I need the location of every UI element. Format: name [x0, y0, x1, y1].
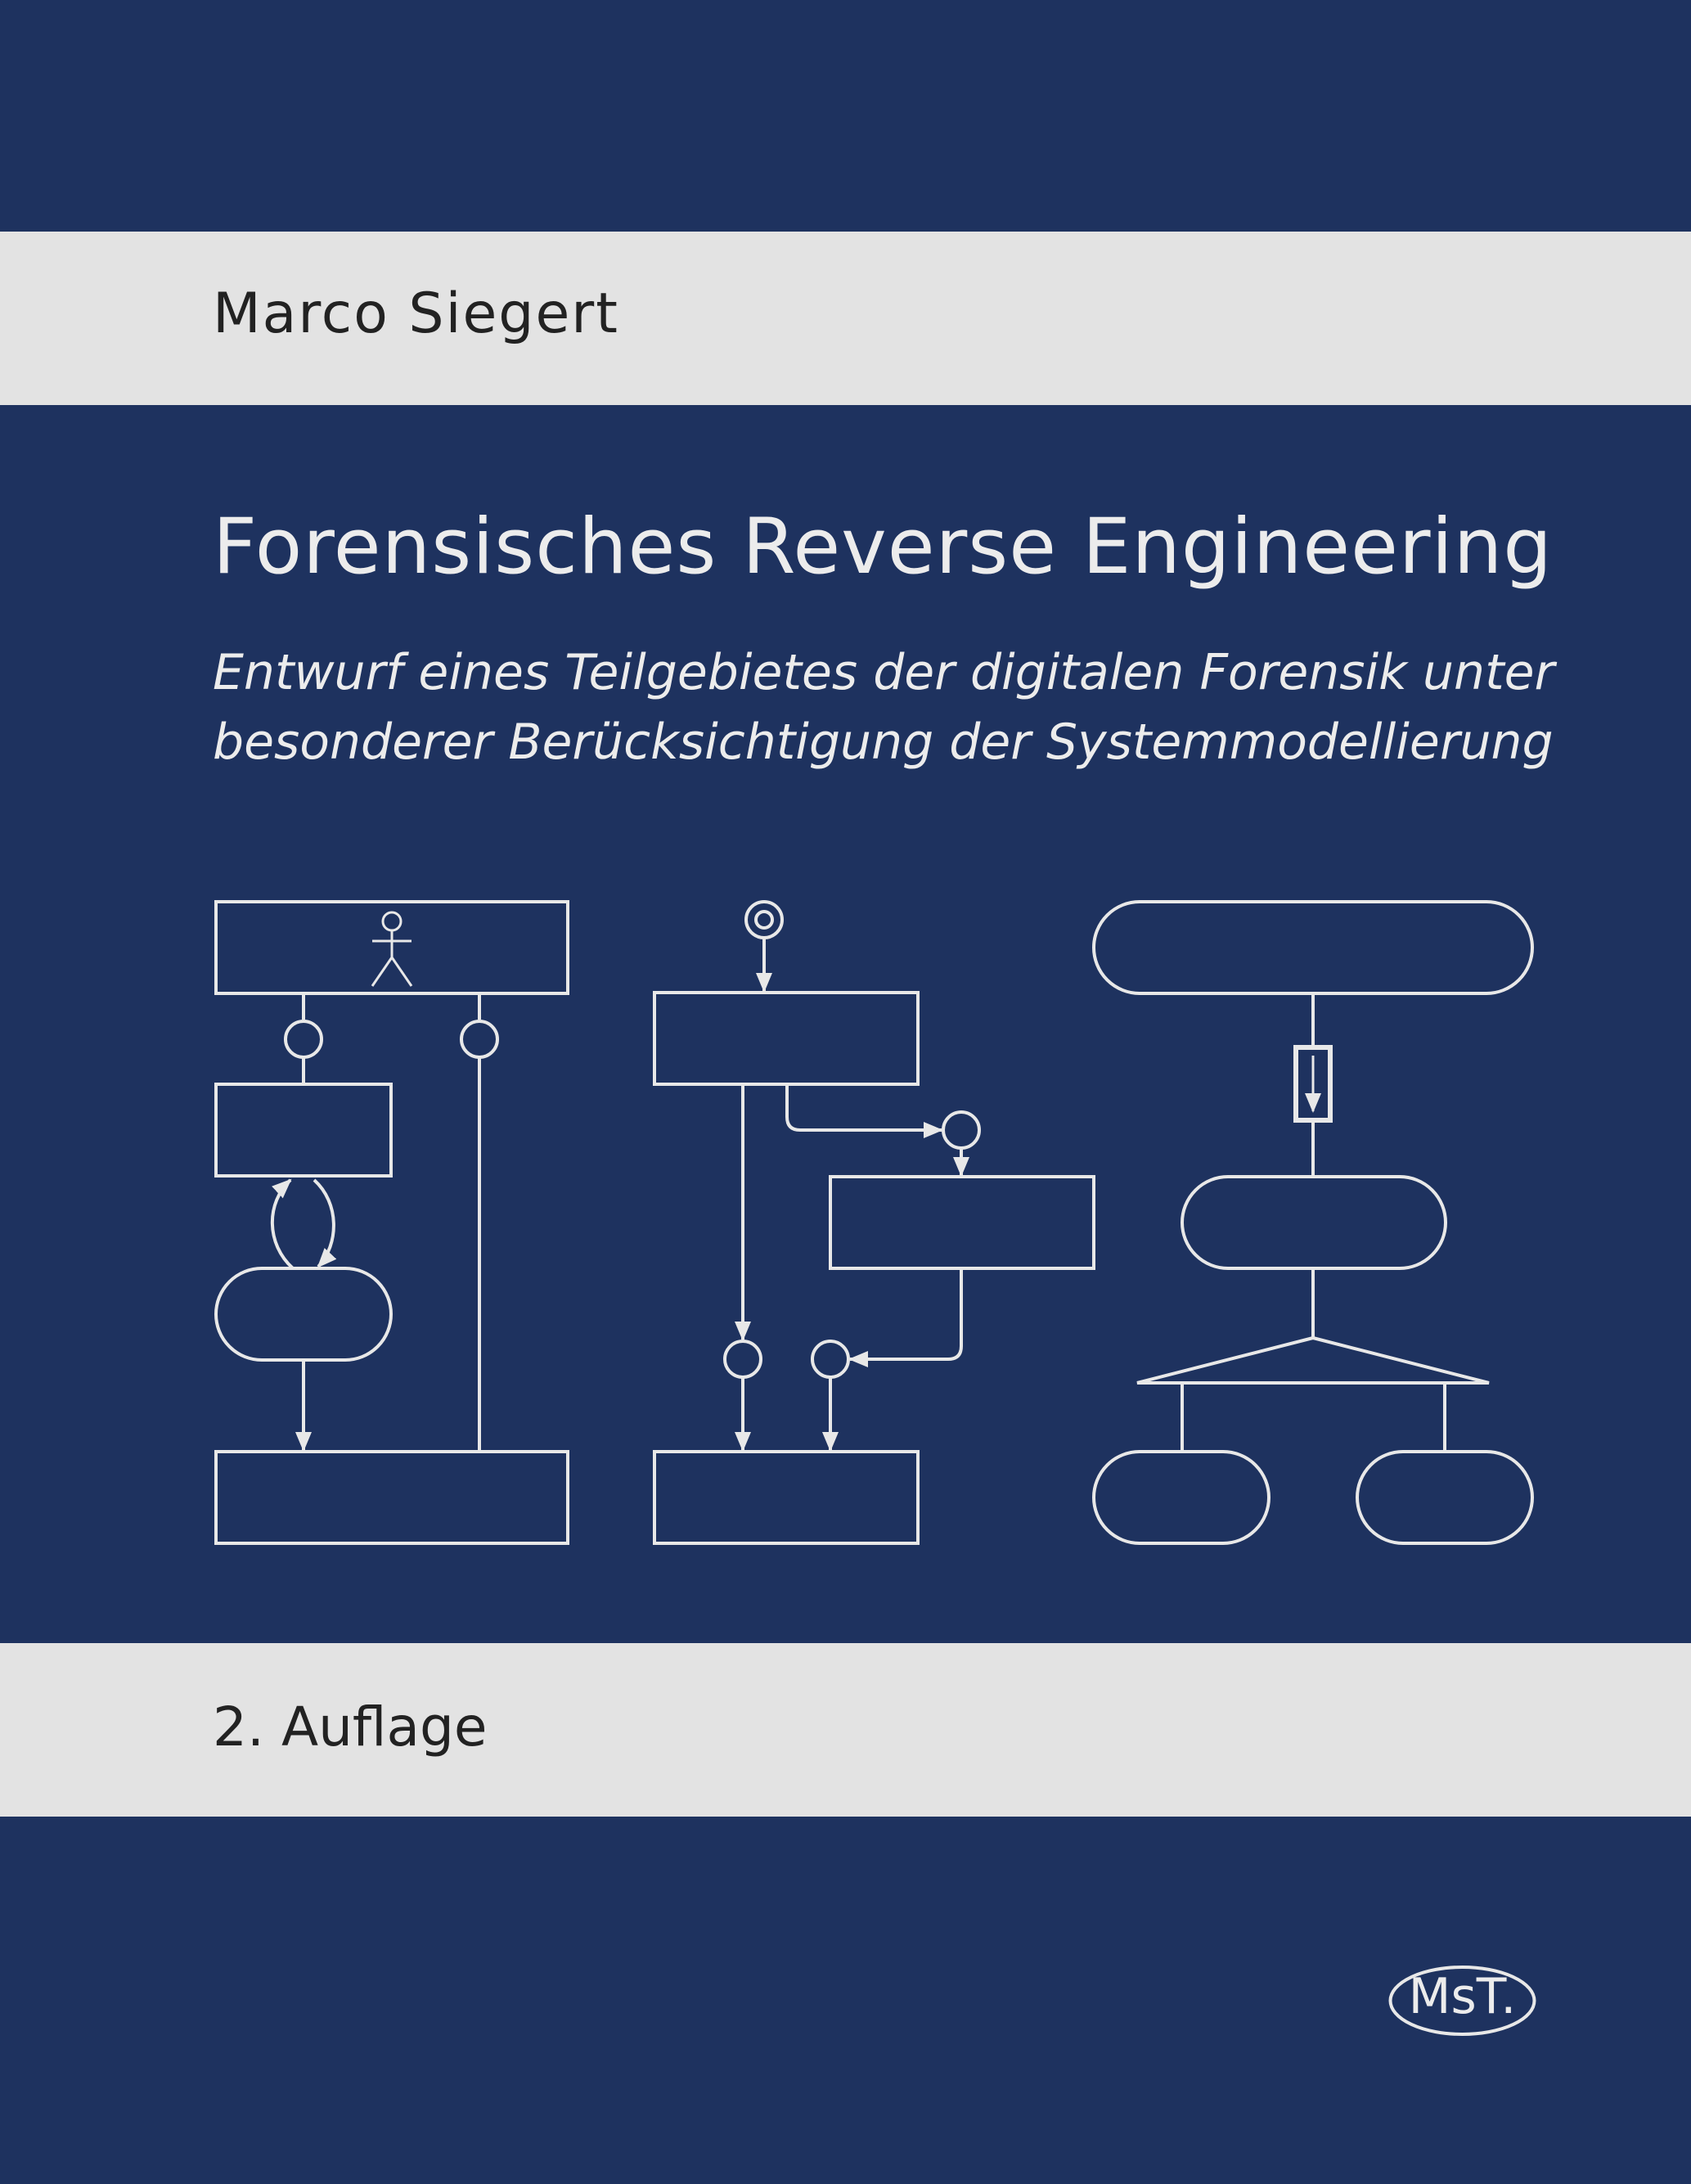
bottom-box [214, 1450, 569, 1545]
start-node-inner [754, 910, 774, 930]
edition-band [0, 1643, 1691, 1817]
start-node [744, 900, 784, 939]
book-title: Forensisches Reverse Engineering [213, 502, 1553, 592]
middle-diagram [653, 900, 1095, 1545]
component-box [214, 1083, 393, 1178]
publisher-logo-ellipse [1388, 1966, 1536, 2036]
interface-circle [811, 1340, 850, 1379]
leaf-pill [1356, 1450, 1534, 1545]
actor-icon [371, 911, 413, 987]
right-diagram [1092, 900, 1534, 1545]
interface-circle [460, 1020, 499, 1059]
actor-box [214, 900, 569, 995]
activity-box [653, 991, 920, 1086]
top-pill [1092, 900, 1534, 995]
author-band [0, 232, 1691, 405]
interface-circle [284, 1020, 323, 1059]
middle-pill [1181, 1175, 1447, 1270]
branch-triangle [1136, 1335, 1490, 1385]
cycle-arrow [313, 1178, 337, 1268]
bottom-box [653, 1450, 920, 1545]
activity-box [829, 1175, 1095, 1270]
left-diagram [214, 900, 569, 1545]
cycle-arrow [270, 1178, 295, 1270]
author-name: Marco Siegert [213, 281, 619, 346]
leaf-pill [1092, 1450, 1270, 1545]
edition-label: 2. Auflage [213, 1695, 488, 1758]
book-subtitle: Entwurf eines Teilgebietes der digitalen… [213, 644, 1555, 771]
interface-circle [942, 1110, 981, 1150]
interface-circle [723, 1340, 762, 1379]
state-pill [214, 1267, 393, 1362]
publisher-logo: MsT. [1408, 1968, 1517, 2025]
